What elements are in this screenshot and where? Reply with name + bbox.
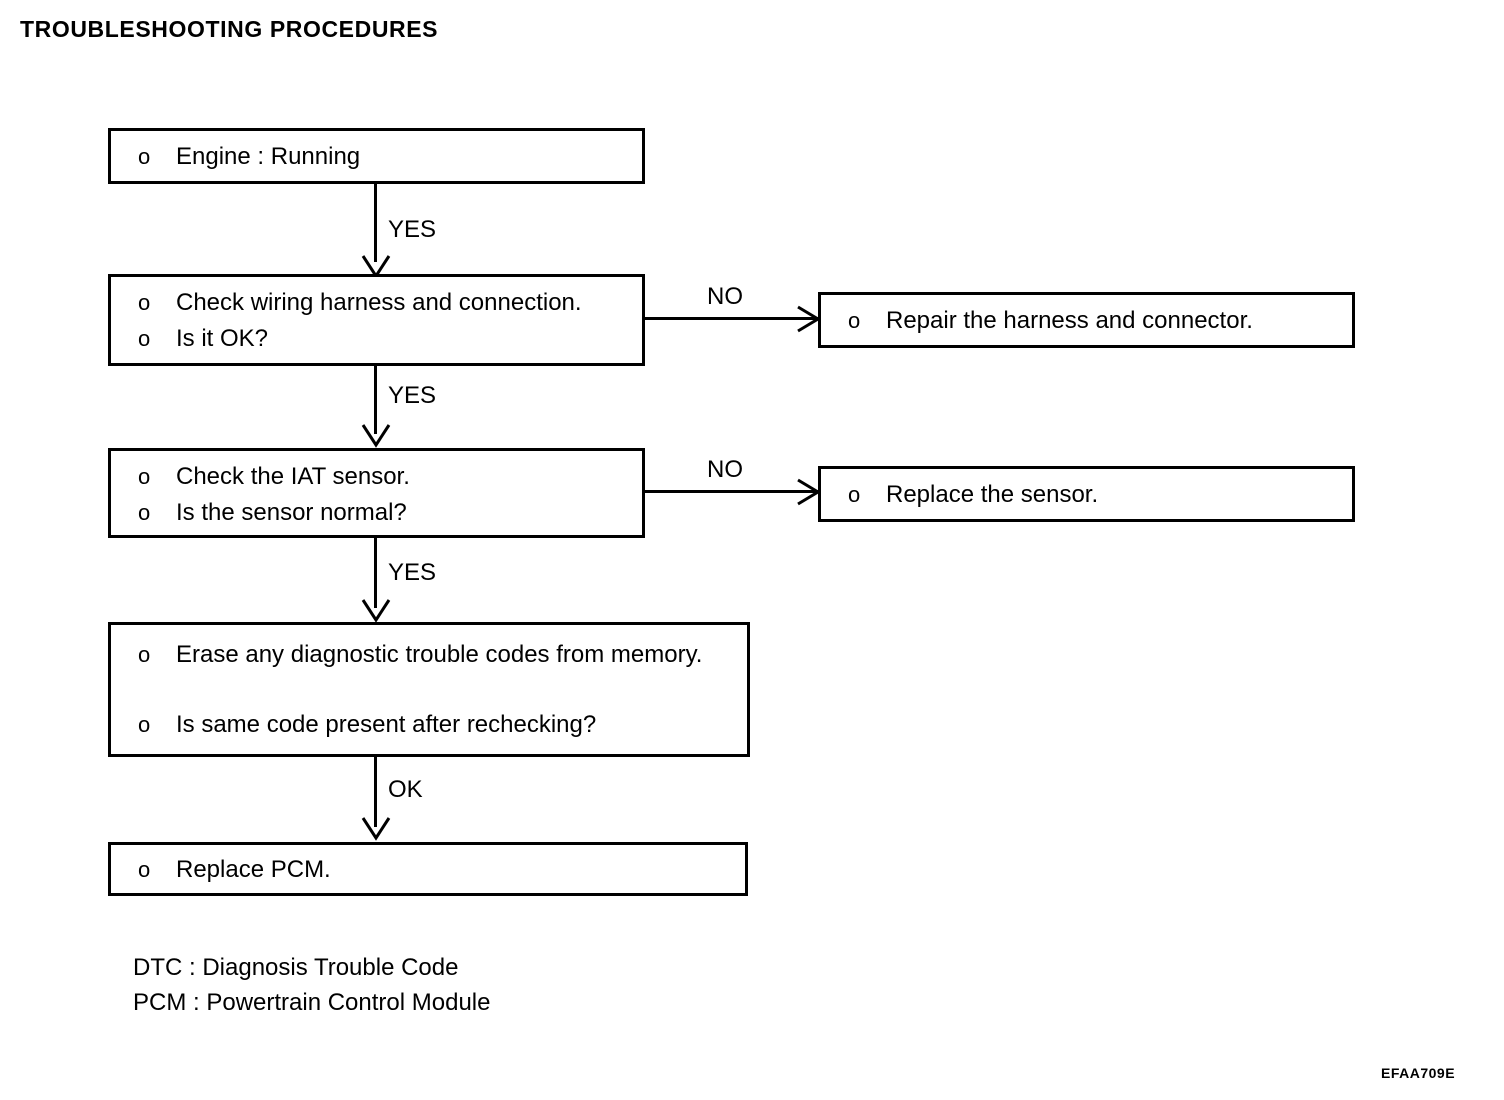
bullet-marker: o	[138, 464, 151, 489]
flow-box-line: o Is it OK?	[138, 321, 268, 357]
flow-box-text: Check the IAT sensor.	[176, 463, 410, 490]
flow-box-line: o Check the IAT sensor.	[138, 459, 410, 495]
flow-box-line: o Check wiring harness and connection.	[138, 285, 582, 321]
flow-box-line: o Replace the sensor.	[848, 477, 1098, 513]
edge-label-yes-3: YES	[388, 559, 437, 586]
connector-stem-yes-3	[374, 538, 377, 608]
bullet-marker: o	[138, 290, 151, 315]
connector-stem-no-1	[645, 317, 821, 320]
legend-pcm: PCM : Powertrain Control Module	[133, 989, 491, 1016]
bullet-marker: o	[138, 500, 151, 525]
flow-box-replace-pcm: o Replace PCM.	[108, 842, 748, 896]
flow-box-line: o Is the sensor normal?	[138, 495, 407, 531]
bullet-marker: o	[138, 326, 151, 351]
bullet-marker: o	[848, 308, 861, 333]
flow-box-engine-running: o Engine : Running	[108, 128, 645, 184]
flow-box-text: Is same code present after rechecking?	[176, 711, 597, 738]
flow-box-check-iat-sensor: o Check the IAT sensor. o Is the sensor …	[108, 448, 645, 538]
flow-box-replace-sensor: o Replace the sensor.	[818, 466, 1355, 522]
flow-box-line: o Is same code present after rechecking?	[138, 707, 596, 743]
flow-box-repair-harness: o Repair the harness and connector.	[818, 292, 1355, 348]
edge-label-yes-1: YES	[388, 216, 437, 243]
edge-label-no-1: NO	[707, 283, 743, 310]
bullet-marker: o	[848, 482, 861, 507]
flow-box-text: Repair the harness and connector.	[886, 307, 1253, 334]
flow-box-text: Check wiring harness and connection.	[176, 289, 582, 316]
flow-box-line: o Engine : Running	[138, 139, 360, 175]
bullet-marker: o	[138, 144, 151, 169]
flow-box-text: Is the sensor normal?	[176, 499, 407, 526]
flow-box-text: Is it OK?	[176, 325, 269, 352]
connector-stem-yes-1	[374, 184, 377, 262]
flow-box-line: o Erase any diagnostic trouble codes fro…	[138, 637, 716, 673]
connector-stem-ok-1	[374, 757, 377, 827]
edge-label-no-2: NO	[707, 456, 743, 483]
connector-stem-yes-2	[374, 366, 377, 434]
connector-stem-no-2	[645, 490, 821, 493]
flow-box-check-wiring-harness: o Check wiring harness and connection. o…	[108, 274, 645, 366]
flow-box-line: o Repair the harness and connector.	[848, 303, 1253, 339]
flow-box-text: Replace PCM.	[176, 856, 331, 883]
bullet-marker: o	[138, 857, 151, 882]
flow-box-text: Engine : Running	[176, 143, 361, 170]
edge-label-ok-1: OK	[388, 776, 423, 803]
flow-box-line: o Replace PCM.	[138, 852, 331, 888]
bullet-marker: o	[138, 712, 151, 737]
flow-box-text: Replace the sensor.	[886, 481, 1099, 508]
page-title: TROUBLESHOOTING PROCEDURES	[20, 16, 439, 42]
flow-box-text: Erase any diagnostic trouble codes from …	[176, 641, 703, 668]
legend-dtc: DTC : Diagnosis Trouble Code	[133, 954, 459, 981]
figure-code: EFAA709E	[1381, 1065, 1456, 1081]
edge-label-yes-2: YES	[388, 382, 437, 409]
bullet-marker: o	[138, 642, 151, 667]
flow-box-erase-codes: o Erase any diagnostic trouble codes fro…	[108, 622, 750, 757]
